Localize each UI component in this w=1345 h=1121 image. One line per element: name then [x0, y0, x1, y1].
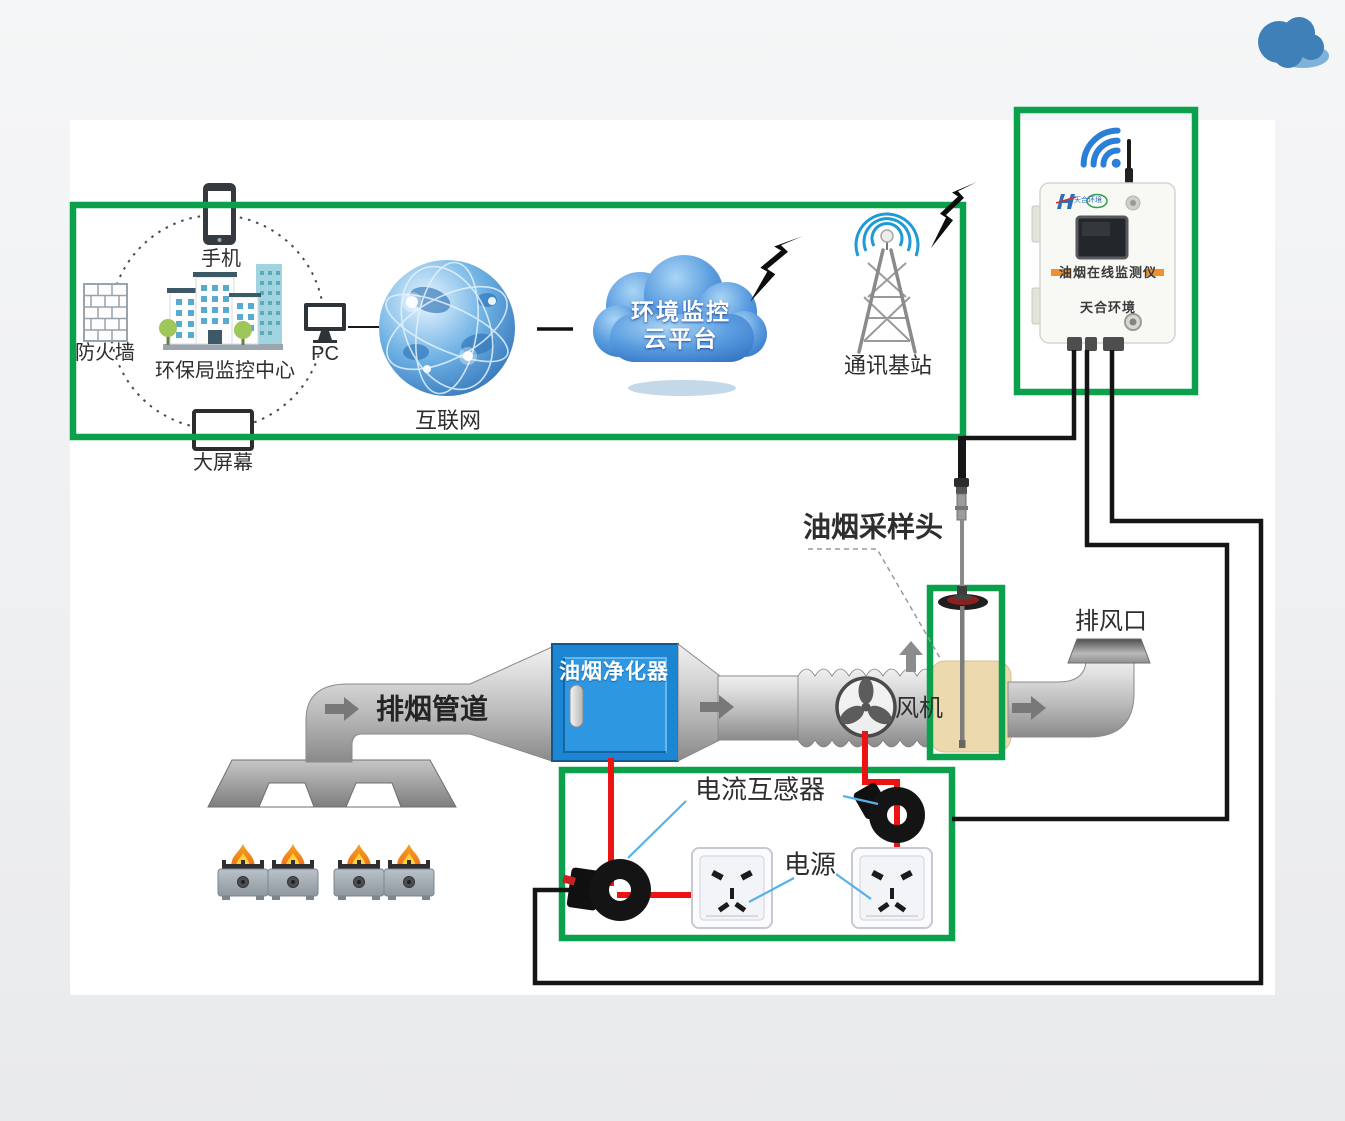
site-cloud-logo-icon [1258, 17, 1329, 68]
highlight-box-power [558, 766, 956, 942]
phone-icon [203, 183, 236, 245]
brand-logo-icon [1055, 194, 1077, 209]
stoves [217, 844, 435, 900]
stove-icon [267, 844, 319, 900]
sampling-head-label: 油烟采样头 [802, 511, 944, 543]
cable-probe [963, 350, 1077, 441]
cable-gland [1067, 337, 1082, 351]
wifi-icon [1080, 127, 1121, 168]
big-screen-icon [192, 409, 254, 451]
purifier-label: 油烟净化器 [559, 660, 669, 684]
kitchen-hood-icon [207, 759, 457, 808]
phone-label: 手机 [201, 248, 241, 270]
plate-bar [1145, 269, 1164, 276]
cable-ct-right [952, 350, 1230, 822]
current-transformer-label: 电流互感器 [694, 774, 826, 805]
outlet-label: 排风口 [1075, 607, 1147, 635]
sampling-probe-icon [938, 436, 988, 748]
internet-label: 互联网 [414, 407, 482, 433]
antenna-icon [1125, 139, 1133, 185]
purifier-box [551, 643, 679, 762]
outlet-cap-icon [1067, 638, 1151, 664]
cert-badge-icon [1086, 193, 1108, 209]
up-arrow-icon [899, 641, 923, 672]
highlight-box-device [1013, 106, 1199, 396]
monitoring-center-label: 环保局监控中心 [155, 360, 295, 382]
duct-riser [1007, 658, 1135, 738]
device-logo-text: 天合环境 [1074, 197, 1102, 204]
cable-ct-left [532, 350, 1264, 986]
power-socket-icon [851, 847, 933, 929]
base-station-icon [854, 212, 920, 354]
exhaust-duct-label: 排烟管道 [375, 693, 489, 725]
highlight-box-monitor-center [69, 201, 967, 441]
signal-cables [532, 350, 1264, 986]
device-brand-label: 天合环境 [1079, 299, 1137, 315]
cloud-platform-icon [593, 255, 767, 396]
cable-gland [1103, 337, 1124, 351]
device-plate-label: 油烟在线监测仪 [1058, 264, 1158, 280]
firewall-icon [83, 283, 128, 342]
cloud-platform-label-line1: 环境监控 [631, 298, 731, 325]
current-transformer-left-icon [562, 859, 651, 921]
power-supply-label: 电源 [783, 849, 837, 880]
monitoring-center-buildings-icon [159, 264, 283, 350]
firewall-label: 防火墙 [75, 342, 135, 364]
plate-bar [1051, 269, 1070, 276]
fan-icon [835, 676, 897, 738]
power-socket-icon [691, 847, 773, 929]
big-screen-label: 大屏幕 [193, 452, 253, 474]
stove-icon [383, 844, 435, 900]
stove-icon [217, 844, 269, 900]
pc-label: PC [311, 343, 339, 365]
internet-globe-icon [379, 260, 515, 396]
current-transformer-right-icon [853, 782, 925, 843]
callout-lines [627, 794, 879, 903]
cable-gland [1085, 337, 1097, 351]
cloud-platform-label-line2: 云平台 [643, 325, 719, 352]
fan-label: 风机 [895, 694, 943, 722]
base-station-label: 通讯基站 [843, 352, 933, 378]
monitor-device [1031, 127, 1176, 351]
pc-icon [304, 303, 346, 343]
sampling-leader-line [808, 548, 941, 659]
